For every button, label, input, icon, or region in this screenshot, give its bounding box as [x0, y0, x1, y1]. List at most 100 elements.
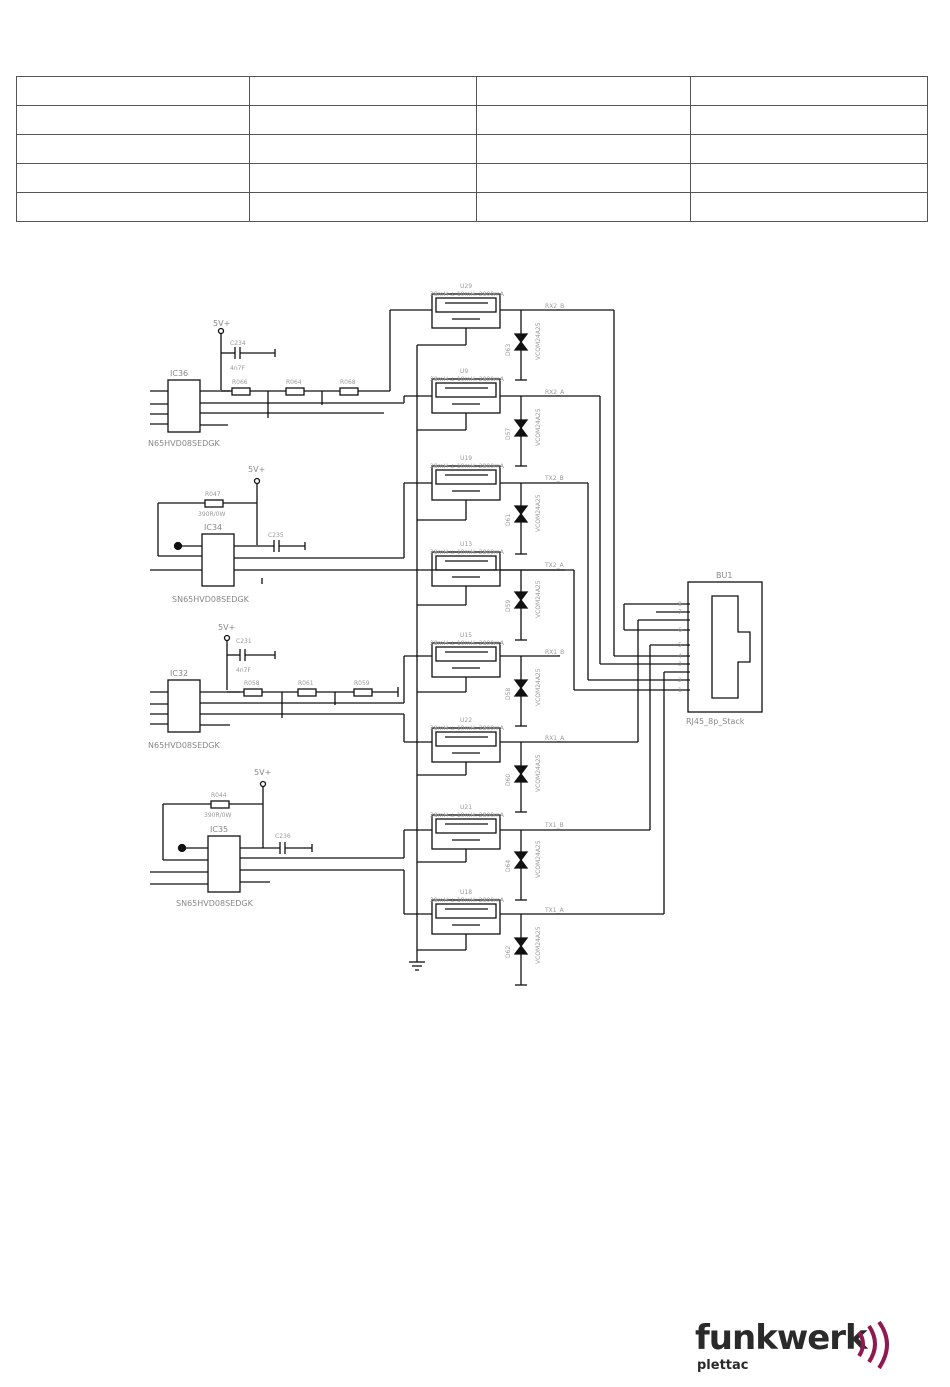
table-row: [16, 163, 928, 193]
svg-text:TX2_A: TX2_A: [544, 562, 565, 569]
tvs-d64: D64 VCOM24A25 TX1_B: [505, 822, 564, 901]
svg-text:C236: C236: [275, 833, 291, 840]
resistor-chain-top: R066 R064 R068: [221, 379, 390, 418]
cap-c235: C235: [257, 532, 306, 552]
brand-name: funkwerk: [695, 1318, 868, 1358]
svg-text:D57: D57: [505, 428, 512, 440]
svg-text:R064: R064: [286, 379, 302, 386]
table-row: [16, 105, 928, 135]
ic35: IC35 SN65HVD08SEDGK: [150, 825, 404, 908]
svg-text:VCOM24A25: VCOM24A25: [535, 580, 542, 618]
svg-text:N65HVD08SEDGK: N65HVD08SEDGK: [148, 439, 220, 448]
svg-text:SN65HVD08SEDGK: SN65HVD08SEDGK: [176, 899, 254, 908]
svg-text:SN65HVD08SEDGK: SN65HVD08SEDGK: [172, 595, 250, 604]
pullup-r047: R047 390R/0W: [157, 491, 257, 557]
power-5v-1: 5V+: [213, 319, 230, 390]
svg-text:D62: D62: [505, 946, 512, 958]
svg-text:390R/0W: 390R/0W: [198, 511, 225, 518]
svg-text:R047: R047: [205, 491, 221, 498]
secondary-wiring: [500, 309, 690, 915]
svg-text:D61: D61: [505, 514, 512, 526]
table-row: [16, 134, 928, 164]
svg-text:D58: D58: [505, 688, 512, 700]
svg-text:C235: C235: [268, 532, 284, 539]
svg-text:C234: C234: [230, 340, 246, 347]
svg-text:R066: R066: [232, 379, 248, 386]
svg-text:TX2_B: TX2_B: [544, 475, 564, 482]
svg-text:R068: R068: [340, 379, 356, 386]
cap-c234: C234 4n7F: [221, 340, 276, 372]
ic34: IC34 SN65HVD08SEDGK: [150, 523, 565, 604]
svg-text:RX1_B: RX1_B: [545, 649, 564, 656]
svg-text:R044: R044: [211, 792, 227, 799]
transformer-u21: U21 28mH ± 10mH: 2800mA: [417, 804, 505, 863]
transformer-u22: U22 28mH ± 10mH: 2800mA: [417, 717, 505, 776]
svg-text:U15: U15: [460, 632, 472, 639]
svg-text:5V+: 5V+: [248, 465, 265, 474]
svg-text:IC34: IC34: [204, 523, 222, 532]
transformer-u9: U9 28mH ± 10mH: 2800mA: [417, 368, 505, 431]
ic36: IC36 N65HVD08SEDGK: [148, 369, 384, 448]
svg-text:VCOM24A25: VCOM24A25: [535, 840, 542, 878]
connector-bu1: BU1 RJ45_8p_Stack 8 7 6 5 4 3 2 1: [678, 571, 763, 726]
svg-text:RX1_A: RX1_A: [545, 735, 565, 742]
svg-text:28mH ± 10mH: 2800mA: 28mH ± 10mH: 2800mA: [430, 463, 505, 470]
power-5v-2: 5V+: [248, 465, 265, 545]
svg-text:8: 8: [678, 601, 682, 608]
svg-text:VCOM24A25: VCOM24A25: [535, 494, 542, 532]
svg-text:RX2_B: RX2_B: [545, 303, 564, 310]
svg-text:N65HVD08SEDGK: N65HVD08SEDGK: [148, 741, 220, 750]
tvs-d60: D60 VCOM24A25 RX1_A: [505, 735, 565, 813]
svg-text:D64: D64: [505, 860, 512, 872]
svg-text:R059: R059: [354, 680, 370, 687]
svg-text:1: 1: [678, 687, 682, 694]
svg-text:TX1_B: TX1_B: [544, 822, 564, 829]
svg-text:7: 7: [678, 609, 682, 616]
svg-text:TX1_A: TX1_A: [544, 907, 565, 914]
brand-sub: plettac: [697, 1358, 749, 1373]
transformer-u19: U19 28mH ± 10mH: 2800mA: [417, 455, 505, 521]
cap-c231: C231 4n7F: [227, 638, 276, 674]
svg-text:28mH ± 10mH: 2800mA: 28mH ± 10mH: 2800mA: [430, 725, 505, 732]
svg-text:IC32: IC32: [170, 669, 188, 678]
svg-text:RX2_A: RX2_A: [545, 389, 565, 396]
svg-text:R061: R061: [298, 680, 314, 687]
svg-text:IC36: IC36: [170, 369, 188, 378]
svg-text:U19: U19: [460, 455, 472, 462]
resistor-chain-mid: R058 R061 R059: [227, 680, 399, 718]
wave-icon: [857, 1320, 889, 1370]
svg-text:BU1: BU1: [716, 571, 732, 580]
svg-text:28mH ± 10mH: 2800mA: 28mH ± 10mH: 2800mA: [430, 812, 505, 819]
svg-text:4n7F: 4n7F: [236, 667, 251, 674]
svg-text:4n7F: 4n7F: [230, 365, 245, 372]
table-row: [16, 192, 928, 222]
ic32: IC32 N65HVD08SEDGK: [148, 669, 404, 750]
svg-text:VCOM24A25: VCOM24A25: [535, 408, 542, 446]
svg-text:VCOM24A25: VCOM24A25: [535, 926, 542, 964]
svg-text:6: 6: [678, 627, 682, 634]
svg-text:5: 5: [678, 642, 682, 649]
svg-text:28mH ± 10mH: 2800mA: 28mH ± 10mH: 2800mA: [430, 549, 505, 556]
power-5v-4: 5V+: [254, 768, 271, 848]
svg-text:28mH ± 10mH: 2800mA: 28mH ± 10mH: 2800mA: [430, 897, 505, 904]
svg-text:390R/0W: 390R/0W: [204, 812, 231, 819]
transformer-u15: U15 28mH ± 10mH: 2800mA: [417, 632, 505, 693]
svg-text:VCOM24A25: VCOM24A25: [535, 754, 542, 792]
svg-text:VCOM24A25: VCOM24A25: [535, 668, 542, 706]
svg-text:4: 4: [678, 653, 682, 660]
svg-text:C231: C231: [236, 638, 252, 645]
svg-text:D63: D63: [505, 344, 512, 356]
svg-text:U22: U22: [460, 717, 472, 724]
svg-text:D60: D60: [505, 774, 512, 786]
transformer-u18: U18 28mH ± 10mH: 2800mA: [417, 889, 505, 951]
power-5v-3: 5V+: [218, 623, 235, 690]
svg-text:5V+: 5V+: [218, 623, 235, 632]
svg-text:28mH ± 10mH: 2800mA: 28mH ± 10mH: 2800mA: [430, 291, 505, 298]
svg-text:28mH ± 10mH: 2800mA: 28mH ± 10mH: 2800mA: [430, 640, 505, 647]
svg-text:28mH ± 10mH: 2800mA: 28mH ± 10mH: 2800mA: [430, 376, 505, 383]
transformer-u29: U29 28mH ± 10mH: 2800mA: [417, 283, 505, 346]
svg-text:5V+: 5V+: [254, 768, 271, 777]
